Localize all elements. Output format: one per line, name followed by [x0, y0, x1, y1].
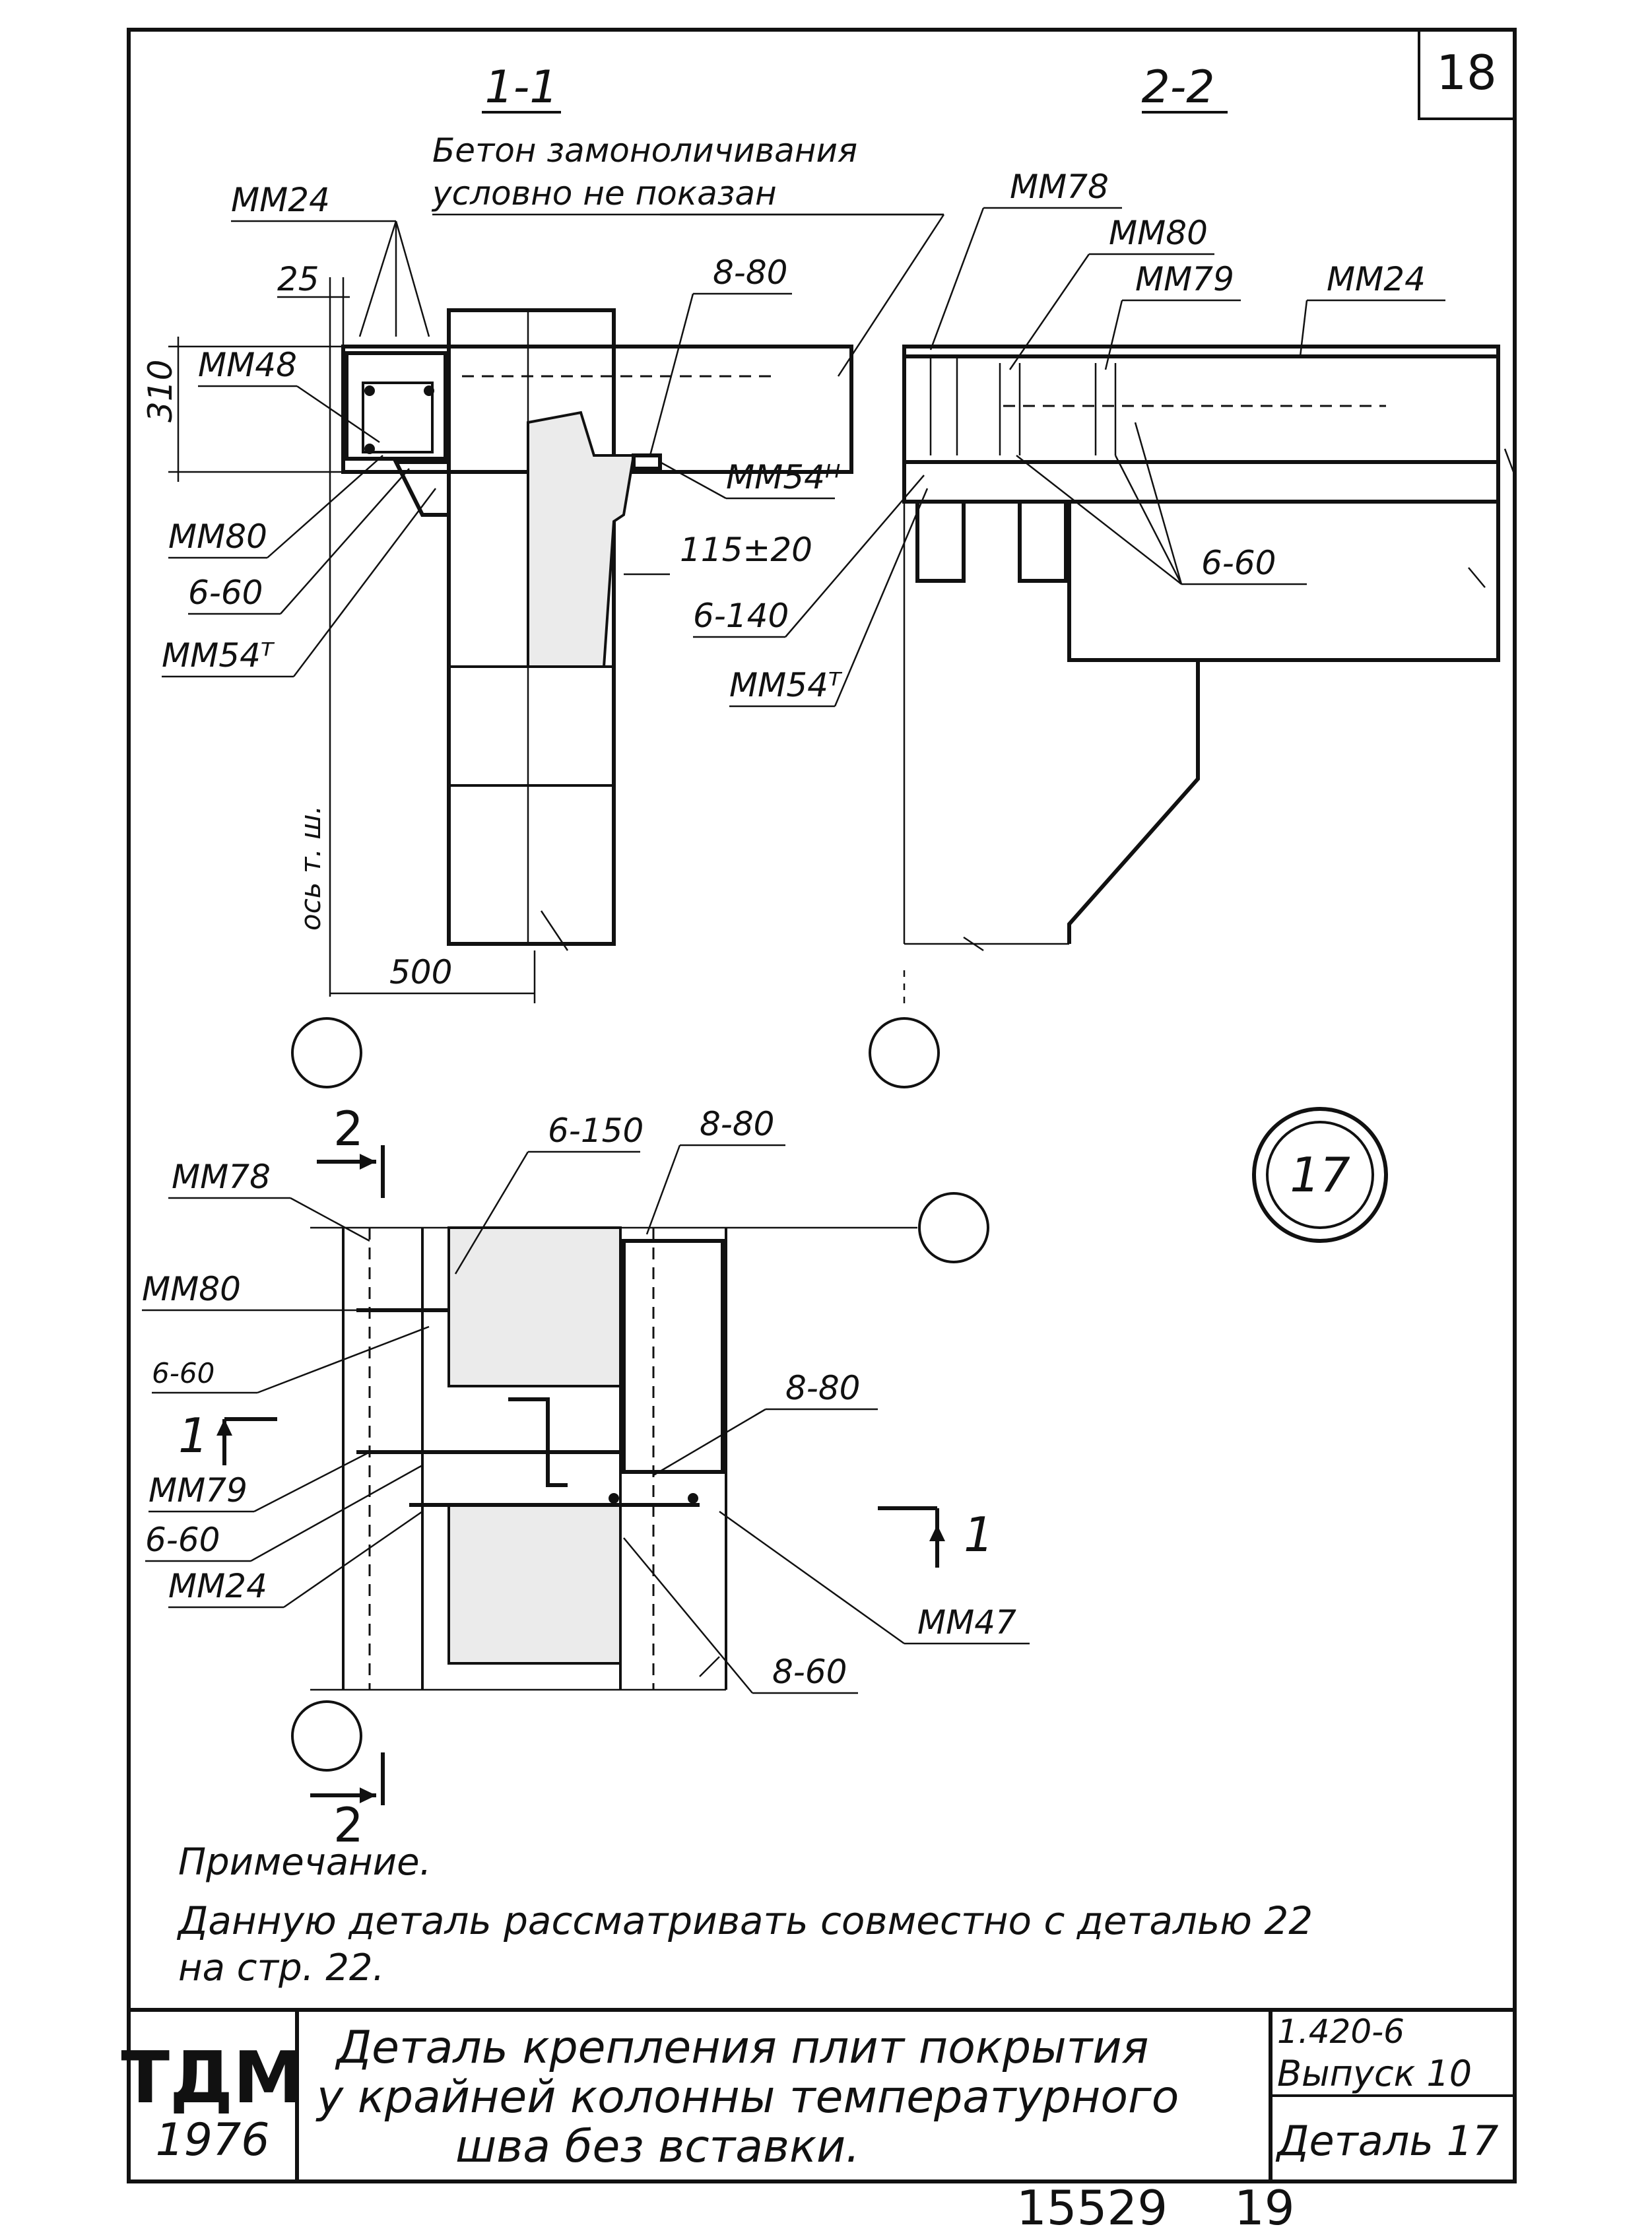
label-2-mm24: ММ24 [1327, 260, 1426, 298]
label-2-mm80: ММ80 [1109, 214, 1208, 252]
label-2-mm79: ММ79 [1135, 260, 1234, 298]
label-2-mm78: ММ78 [1010, 168, 1109, 206]
section-1-1-note-line2: условно не показан [431, 174, 777, 213]
note-line1: Данную деталь рассматривать совместно с … [176, 1898, 1313, 1943]
label-6-60: 6-60 [188, 574, 263, 612]
label-p-6-150: 6-150 [548, 1112, 644, 1150]
axis-marker-1 [291, 1017, 362, 1088]
label-p-6-60a: 6-60 [152, 1357, 215, 1389]
detail-number: Деталь 17 [1275, 2117, 1498, 2165]
label-mm24: ММ24 [231, 181, 330, 219]
label-115: 115±20 [680, 531, 812, 569]
title-line2: у крайней колонны температурного [315, 2071, 1179, 2123]
title-line3: шва без вставки. [455, 2121, 860, 2173]
label-mm54t: ММ54ᵀ [162, 636, 275, 675]
label-2-6-60: 6-60 [1201, 544, 1276, 582]
label-p-mm79: ММ79 [149, 1471, 248, 1510]
footer-number: 15529 [1016, 2180, 1168, 2229]
sheet-number-box [1418, 28, 1516, 120]
mm24-channel [345, 351, 447, 461]
cut-2-top-label: 2 [333, 1101, 364, 1156]
label-p-8-80a: 8-80 [700, 1105, 774, 1143]
label-p-6-60b: 6-60 [145, 1521, 220, 1559]
plan-view: 2 2 1 1 ММ78 [142, 1101, 1030, 1853]
detail-marker-inner [1266, 1121, 1374, 1229]
axis-marker-2 [869, 1017, 940, 1088]
label-mm54n: ММ54ᴴ [726, 458, 841, 496]
label-p-mm24: ММ24 [168, 1567, 267, 1605]
cut-1-left-label: 1 [178, 1408, 209, 1463]
label-2-mm54t: ММ54ᵀ [729, 666, 843, 704]
section-2-2-title: 2-2 [1141, 61, 1214, 114]
dim-25: 25 [277, 260, 319, 298]
note-heading: Примечание. [178, 1841, 431, 1884]
label-p-mm80: ММ80 [142, 1270, 241, 1308]
issue-number: Выпуск 10 [1277, 2053, 1472, 2094]
label-8-80: 8-80 [713, 253, 787, 292]
label-mm48: ММ48 [198, 346, 297, 384]
label-mm80: ММ80 [168, 517, 267, 556]
label-p-8-80b: 8-80 [785, 1369, 860, 1407]
sheet-number: 18 [1436, 45, 1497, 100]
cut-2-bottom-label: 2 [333, 1797, 364, 1853]
section-1-1-title: 1-1 [484, 61, 558, 114]
org-stamp: ТДМ [121, 2037, 304, 2119]
footer-page: 19 [1234, 2180, 1295, 2229]
label-p-8-60: 8-60 [772, 1653, 847, 1691]
detail-marker-outer [1252, 1107, 1388, 1243]
sheet-frame [127, 28, 1517, 2183]
section-2-2: 2-2 ММ78 ММ80 ММ79 ММ24 [729, 61, 1516, 1088]
column-1-1 [447, 308, 616, 946]
section-1-1: 1-1 Бетон замоноличивания условно не пок… [141, 61, 945, 1088]
label-p-mm78: ММ78 [172, 1158, 271, 1196]
note-line2: на стр. 22. [178, 1946, 384, 1989]
detail-marker-number: 17 [1290, 1147, 1350, 1203]
title-line1: Деталь крепления плит покрытия [335, 2022, 1148, 2074]
axis-marker-4 [291, 1700, 362, 1772]
cut-1-right-label: 1 [964, 1507, 994, 1562]
org-year: 1976 [155, 2114, 269, 2166]
section-1-1-note-line1: Бетон замоноличивания [432, 131, 857, 170]
label-6-140: 6-140 [693, 597, 789, 635]
axis-marker-3 [918, 1192, 989, 1263]
dim-500: 500 [389, 953, 452, 991]
label-p-mm47: ММ47 [917, 1603, 1016, 1642]
title-block: ТДМ 1976 Деталь крепления плит покрытия … [121, 2010, 1515, 2181]
series-code: 1.420-6 [1277, 2013, 1404, 2051]
dim-310: 310 [141, 360, 180, 422]
axis-label: ось т. ш. [294, 805, 327, 931]
